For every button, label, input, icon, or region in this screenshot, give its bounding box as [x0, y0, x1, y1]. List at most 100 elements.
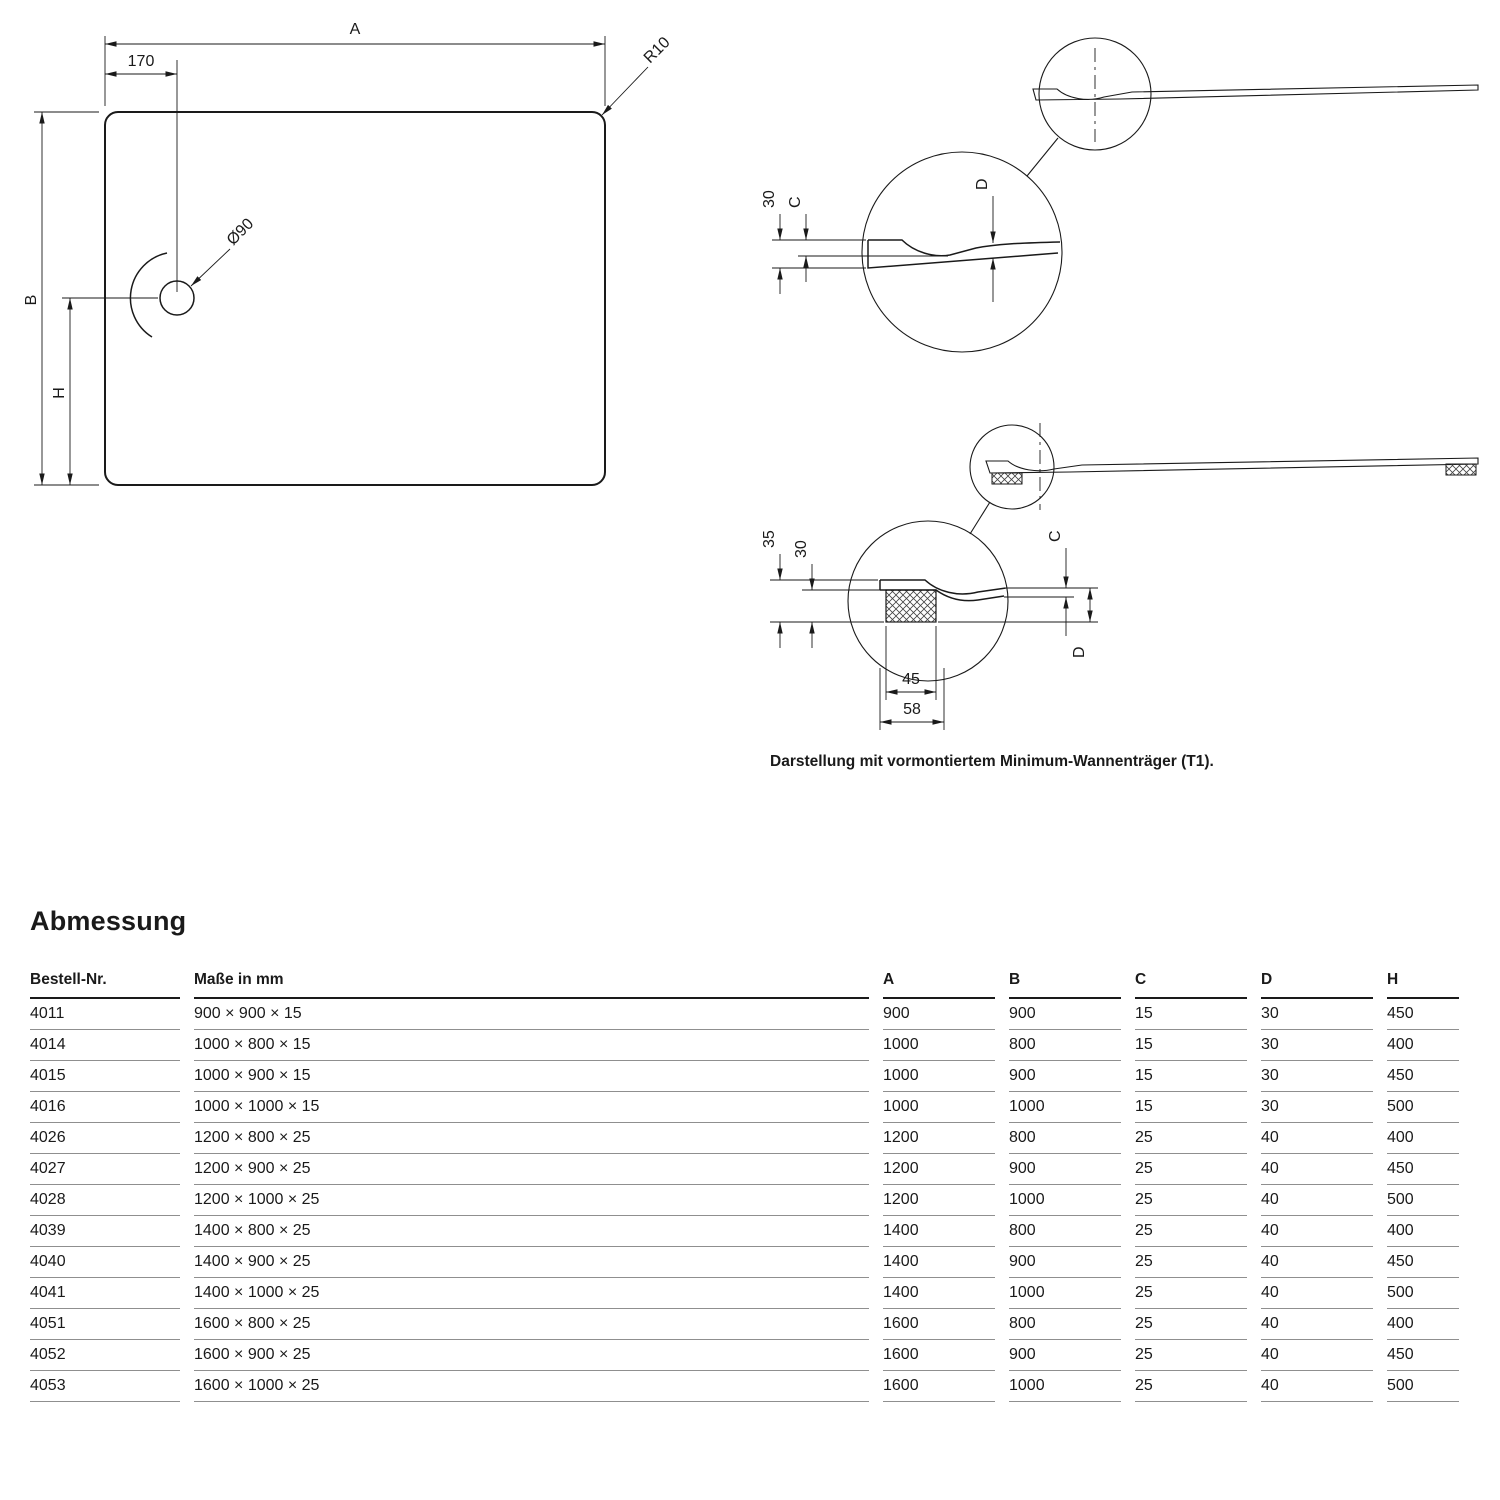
cell-bestell-nr: 4015 — [30, 1061, 180, 1092]
cell-a: 1200 — [883, 1154, 995, 1185]
cell-masse: 1200 × 800 × 25 — [194, 1123, 869, 1154]
cell-masse: 1600 × 800 × 25 — [194, 1309, 869, 1340]
dim-58: 58 — [879, 668, 945, 730]
cell-b: 1000 — [1009, 1278, 1121, 1309]
dim-30-bottom: 30 — [793, 540, 884, 648]
support-block-right — [1445, 463, 1477, 476]
cell-masse: 1400 × 800 × 25 — [194, 1216, 869, 1247]
cell-c: 25 — [1135, 1123, 1247, 1154]
dim-h-label: H — [51, 387, 68, 399]
cell-h: 450 — [1387, 1061, 1459, 1092]
dim-170-label: 170 — [128, 53, 155, 70]
cell-a: 900 — [883, 999, 995, 1030]
drain-recess-arc — [129, 252, 168, 338]
dim-35: 35 — [761, 530, 884, 648]
cell-b: 800 — [1009, 1216, 1121, 1247]
cell-b: 900 — [1009, 1061, 1121, 1092]
dim-h: H — [51, 297, 158, 485]
cell-a: 1600 — [883, 1371, 995, 1402]
cell-d: 40 — [1261, 1123, 1373, 1154]
tray-side-profile — [1032, 84, 1479, 101]
support-block-left — [991, 472, 1023, 485]
dim-c-bottom-label: C — [1047, 530, 1064, 542]
detail-circle-small-2 — [969, 424, 1055, 510]
drain-circle — [159, 280, 195, 316]
cell-d: 30 — [1261, 1092, 1373, 1123]
tray-side-profile-2 — [985, 457, 1479, 474]
cell-a: 1600 — [883, 1309, 995, 1340]
cell-d: 30 — [1261, 1030, 1373, 1061]
cell-a: 1200 — [883, 1123, 995, 1154]
dim-c-bottom: C — [1004, 530, 1098, 636]
cell-bestell-nr: 4016 — [30, 1092, 180, 1123]
cell-c: 15 — [1135, 1092, 1247, 1123]
cell-bestell-nr: 4051 — [30, 1309, 180, 1340]
dim-b: B — [23, 111, 99, 486]
cell-b: 800 — [1009, 1309, 1121, 1340]
cell-d: 40 — [1261, 1185, 1373, 1216]
cell-c: 25 — [1135, 1371, 1247, 1402]
cell-masse: 1000 × 1000 × 15 — [194, 1092, 869, 1123]
cell-b: 900 — [1009, 999, 1121, 1030]
table-header-row: Bestell-Nr. Maße in mm A B C D H — [30, 963, 1459, 999]
cell-c: 25 — [1135, 1247, 1247, 1278]
cell-masse: 1400 × 1000 × 25 — [194, 1278, 869, 1309]
cell-masse: 1200 × 900 × 25 — [194, 1154, 869, 1185]
dimensions-table: Bestell-Nr. Maße in mm A B C D H 4011 90… — [16, 963, 1473, 1402]
detail-circle-big-2 — [847, 520, 1009, 682]
table-row: 4053 1600 × 1000 × 25 1600 1000 25 40 50… — [30, 1371, 1459, 1402]
cell-a: 1400 — [883, 1247, 995, 1278]
cell-masse: 900 × 900 × 15 — [194, 999, 869, 1030]
cell-c: 15 — [1135, 1030, 1247, 1061]
dim-r10-label: R10 — [641, 34, 674, 67]
dim-c-top-label: C — [787, 196, 804, 208]
cell-b: 800 — [1009, 1030, 1121, 1061]
detail-circle-small — [1038, 37, 1152, 151]
cell-h: 450 — [1387, 1247, 1459, 1278]
table-row: 4014 1000 × 800 × 15 1000 800 15 30 400 — [30, 1030, 1459, 1061]
cell-b: 800 — [1009, 1123, 1121, 1154]
cell-h: 450 — [1387, 1154, 1459, 1185]
cell-bestell-nr: 4028 — [30, 1185, 180, 1216]
dim-a-label: A — [350, 21, 361, 38]
technical-drawing: A 170 R10 Ø90 B H — [23, 21, 1479, 770]
cell-masse: 1200 × 1000 × 25 — [194, 1185, 869, 1216]
dim-corner-radius: R10 — [601, 34, 674, 116]
detail-circle-big — [861, 151, 1063, 353]
dim-30-top: 30 — [761, 190, 866, 294]
table-row: 4052 1600 × 900 × 25 1600 900 25 40 450 — [30, 1340, 1459, 1371]
header-d: D — [1261, 963, 1373, 999]
header-b: B — [1009, 963, 1121, 999]
cell-d: 40 — [1261, 1278, 1373, 1309]
dim-30-bottom-label: 30 — [793, 540, 810, 558]
dimensions-table-head: Bestell-Nr. Maße in mm A B C D H — [30, 963, 1459, 999]
cell-a: 1200 — [883, 1185, 995, 1216]
cell-b: 900 — [1009, 1154, 1121, 1185]
cell-d: 40 — [1261, 1154, 1373, 1185]
cell-d: 40 — [1261, 1309, 1373, 1340]
dimensions-table-body: 4011 900 × 900 × 15 900 900 15 30 450 40… — [30, 999, 1459, 1402]
cell-bestell-nr: 4011 — [30, 999, 180, 1030]
detail-leader-2 — [969, 501, 991, 535]
cell-a: 1000 — [883, 1030, 995, 1061]
cell-d: 40 — [1261, 1340, 1373, 1371]
cell-bestell-nr: 4040 — [30, 1247, 180, 1278]
table-row: 4041 1400 × 1000 × 25 1400 1000 25 40 50… — [30, 1278, 1459, 1309]
cell-a: 1400 — [883, 1278, 995, 1309]
cell-c: 15 — [1135, 999, 1247, 1030]
dim-35-label: 35 — [761, 530, 778, 548]
cell-a: 1000 — [883, 1092, 995, 1123]
section-view-top: 30 C D — [761, 37, 1479, 353]
table-row: 4015 1000 × 900 × 15 1000 900 15 30 450 — [30, 1061, 1459, 1092]
cell-bestell-nr: 4039 — [30, 1216, 180, 1247]
header-bestell-nr: Bestell-Nr. — [30, 963, 180, 999]
page-title: Abmessung — [30, 906, 187, 936]
cell-a: 1400 — [883, 1216, 995, 1247]
dim-drain-offset: 170 — [105, 53, 178, 292]
dim-d-top-label: D — [974, 178, 991, 190]
cell-b: 1000 — [1009, 1185, 1121, 1216]
cell-h: 400 — [1387, 1123, 1459, 1154]
cell-d: 40 — [1261, 1371, 1373, 1402]
cell-masse: 1600 × 900 × 25 — [194, 1340, 869, 1371]
cell-c: 25 — [1135, 1154, 1247, 1185]
